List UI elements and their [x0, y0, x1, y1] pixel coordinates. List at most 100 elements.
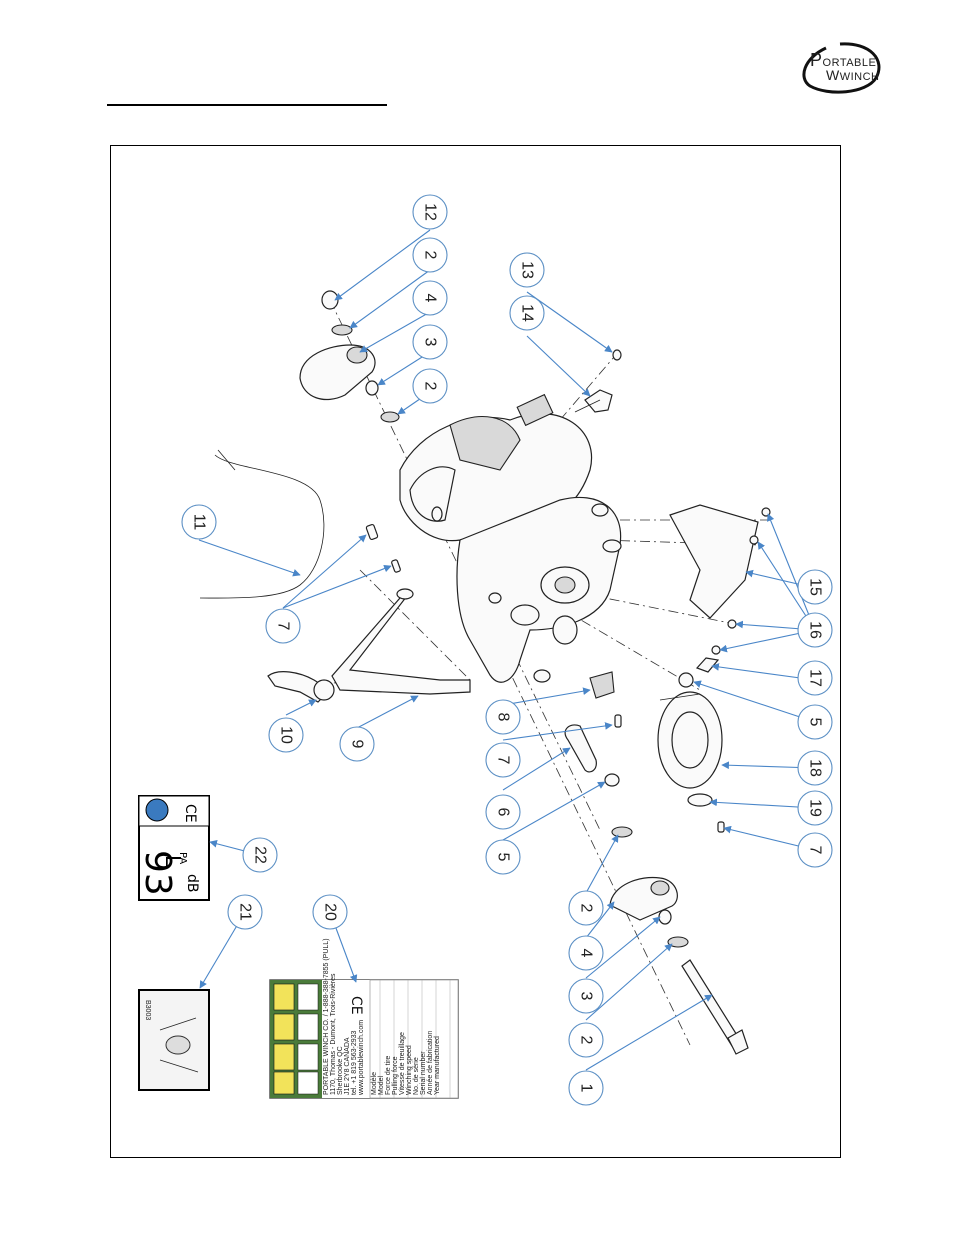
side-cover-assembly — [669, 504, 771, 688]
callout-7-upper[interactable]: 7 — [265, 608, 301, 644]
svg-text:5: 5 — [807, 718, 824, 727]
svg-text:16: 16 — [807, 621, 824, 639]
remote-cable — [199, 449, 325, 599]
callout-2-bottom[interactable]: 2 — [568, 890, 604, 926]
svg-text:18: 18 — [807, 759, 824, 777]
svg-text:15: 15 — [807, 578, 824, 596]
callout-4-top[interactable]: 4 — [412, 280, 448, 316]
nameplate-field-4: Pulling force — [392, 1056, 399, 1095]
callout-16[interactable]: 16 — [797, 612, 833, 648]
throttle-lever — [267, 671, 335, 703]
svg-text:2: 2 — [578, 1036, 595, 1045]
callout-2-top-b[interactable]: 2 — [412, 368, 448, 404]
callout-19[interactable]: 19 — [797, 790, 833, 826]
callout-15[interactable]: 15 — [797, 569, 833, 605]
svg-text:1: 1 — [578, 1084, 595, 1093]
svg-text:11: 11 — [191, 514, 208, 531]
svg-text:10: 10 — [278, 726, 295, 744]
callout-11[interactable]: 11 — [181, 504, 217, 540]
svg-text:21: 21 — [237, 903, 254, 921]
svg-text:7: 7 — [275, 622, 292, 631]
pin-7-middle — [614, 714, 622, 728]
logo-line2: WINCH — [840, 71, 880, 83]
noise-lpa-subscript: PA — [177, 852, 188, 864]
logo-line1: ORTABLE — [823, 57, 877, 69]
svg-text:17: 17 — [807, 669, 824, 687]
callout-2-bottom-b[interactable]: 2 — [568, 1022, 604, 1058]
callout-7-middle[interactable]: 7 — [485, 742, 521, 778]
crank-handle — [331, 588, 471, 695]
noise-lpa-symbol: L — [161, 855, 185, 867]
svg-text:7: 7 — [807, 846, 824, 855]
svg-text:20: 20 — [322, 903, 339, 921]
title-underline — [107, 104, 387, 106]
callout-22[interactable]: 22 — [242, 837, 278, 873]
nameplate-field-9: Année de fabrication — [427, 1031, 434, 1095]
svg-text:2: 2 — [578, 904, 595, 913]
callout-13[interactable]: 13 — [509, 252, 545, 288]
callout-3-bottom[interactable]: 3 — [568, 978, 604, 1014]
pins-upper — [365, 524, 401, 573]
callout-12[interactable]: 12 — [412, 194, 448, 230]
nameplate-field-6: Winching speed — [406, 1045, 413, 1095]
nameplate-address2: Sherbrooke QC — [337, 1046, 344, 1095]
callout-14[interactable]: 14 — [509, 295, 545, 331]
nameplate-field-7: No. de série — [413, 1057, 420, 1095]
svg-text:14: 14 — [519, 304, 536, 322]
switch-parts — [574, 349, 622, 413]
callout-3-top[interactable]: 3 — [412, 324, 448, 360]
callout-10[interactable]: 10 — [268, 717, 304, 753]
callout-8[interactable]: 8 — [485, 699, 521, 735]
nameplate-address1: 1170, Thomas - Dumont, Trois-Rivières — [330, 973, 337, 1095]
nameplate-field-8: Serial number — [420, 1051, 427, 1095]
noise-ce-mark: CE — [182, 804, 198, 823]
callout-21[interactable]: 21 — [227, 894, 263, 930]
upper-crank-assembly — [299, 290, 400, 423]
drum-assembly — [657, 691, 725, 833]
svg-text:6: 6 — [495, 808, 512, 817]
svg-text:PORTABLE: PORTABLE — [810, 50, 876, 70]
svg-text:WWINCH: WWINCH — [826, 67, 880, 83]
booklet-code: B3003 — [144, 1000, 151, 1020]
svg-text:2: 2 — [422, 251, 439, 260]
svg-text:4: 4 — [422, 294, 439, 303]
nameplate-company: PORTABLE WINCH CO. / 1-888-388-7855 (PUL… — [323, 938, 330, 1095]
svg-text:12: 12 — [422, 203, 439, 221]
noise-level-label: L PA 93 dB CE — [137, 795, 210, 901]
callout-5-right[interactable]: 5 — [797, 704, 833, 740]
callout-9[interactable]: 9 — [339, 726, 375, 762]
callout-5-left[interactable]: 5 — [485, 839, 521, 875]
callout-1[interactable]: 1 — [568, 1070, 604, 1106]
callout-17[interactable]: 17 — [797, 660, 833, 696]
block-part-8 — [589, 671, 615, 699]
nameplate-field-1: Modèle — [371, 1072, 378, 1095]
nameplate-ce-mark: CE — [348, 996, 364, 1015]
svg-text:9: 9 — [349, 740, 366, 749]
svg-text:19: 19 — [807, 799, 824, 817]
nut-5-left — [604, 773, 620, 787]
diagram-frame — [110, 145, 841, 1158]
svg-text:5: 5 — [495, 853, 512, 862]
nameplate-tel: tel. +1 819 563-2933 — [351, 1030, 358, 1095]
manual-booklet: B3003 — [138, 989, 210, 1091]
svg-text:2: 2 — [422, 382, 439, 391]
callout-6[interactable]: 6 — [485, 794, 521, 830]
svg-text:3: 3 — [422, 338, 439, 347]
nameplate-field-10: Year manufactured — [434, 1036, 441, 1095]
noise-unit: dB — [184, 874, 200, 893]
svg-text:22: 22 — [252, 846, 269, 864]
callout-20[interactable]: 20 — [312, 894, 348, 930]
noise-value: 93 — [137, 850, 178, 896]
callout-18[interactable]: 18 — [797, 750, 833, 786]
callout-labels[interactable]: 12 2 4 3 2 13 14 11 7 10 9 8 7 6 5 2 4 3… — [181, 194, 833, 1106]
callout-4-bottom[interactable]: 4 — [568, 935, 604, 971]
nameplate-address3: J1E 2Y8 CANADA — [344, 1037, 351, 1095]
winch-body — [399, 393, 622, 683]
callout-2-top[interactable]: 2 — [412, 237, 448, 273]
svg-text:7: 7 — [495, 756, 512, 765]
callout-7-right[interactable]: 7 — [797, 832, 833, 868]
nameplate-field-3: Force de tire — [385, 1056, 392, 1095]
nameplate-field-2: Model — [378, 1075, 385, 1095]
logo-initial-p: P — [810, 50, 823, 70]
